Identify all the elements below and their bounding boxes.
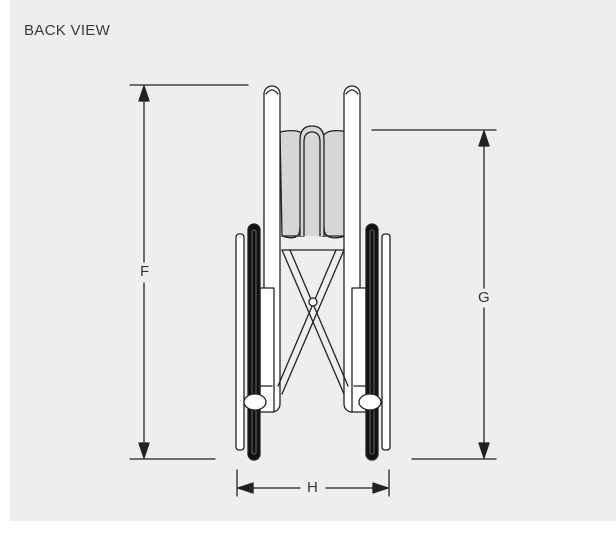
right-caster bbox=[353, 385, 382, 411]
left-caster bbox=[243, 385, 273, 411]
dimension-h bbox=[236, 469, 390, 497]
seat-back bbox=[279, 125, 349, 239]
view-title: BACK VIEW bbox=[24, 22, 111, 39]
dimension-g bbox=[371, 129, 497, 460]
dimension-label-h: H bbox=[305, 479, 320, 496]
right-back-post bbox=[343, 85, 367, 413]
left-back-post bbox=[259, 85, 281, 413]
left-wheel bbox=[235, 223, 261, 461]
right-wheel bbox=[365, 223, 391, 461]
cross-brace bbox=[277, 249, 349, 395]
dimension-label-g: G bbox=[476, 289, 492, 306]
diagram-panel bbox=[10, 0, 616, 521]
dimension-label-f: F bbox=[138, 263, 152, 280]
dimension-f bbox=[129, 84, 249, 460]
